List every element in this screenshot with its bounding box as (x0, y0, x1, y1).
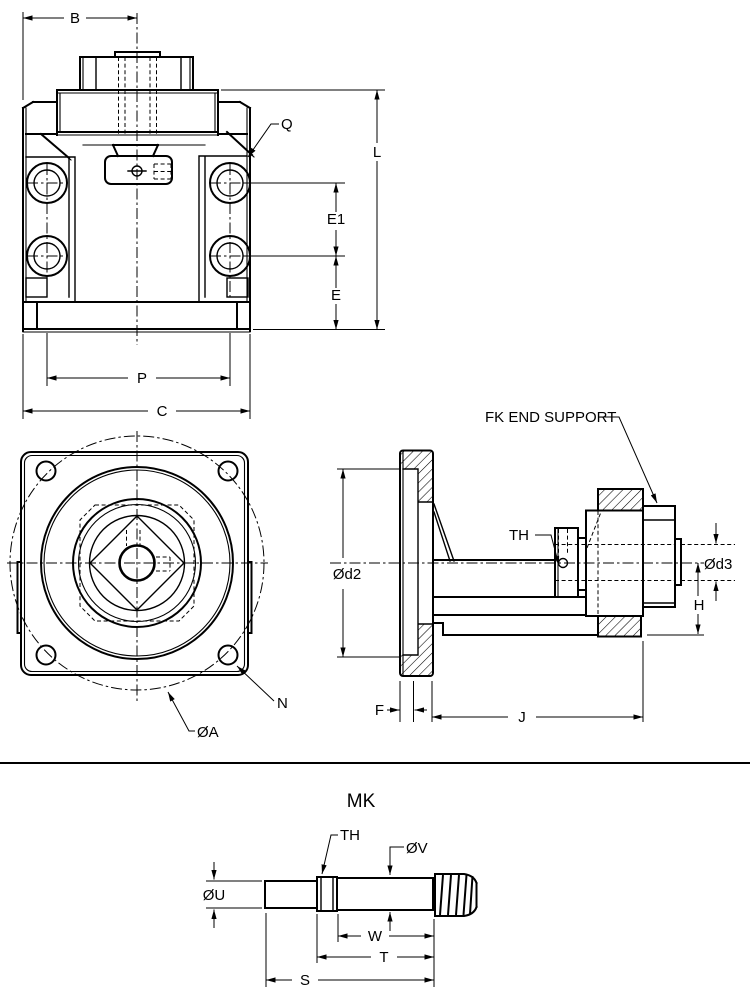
dim-Od2: Ød2 (333, 468, 400, 658)
thread-profile (434, 873, 478, 917)
mk-view: MK TH ØV ØU (203, 791, 478, 989)
flange-corner-holes (35, 460, 239, 666)
dim-W: W (337, 914, 435, 987)
dim-label-e: E (331, 287, 341, 304)
dim-label-p: P (137, 370, 147, 387)
flange-section (399, 449, 455, 677)
callout-TH-mk: TH (321, 827, 360, 875)
mk-view-title: MK (347, 791, 376, 812)
dim-S: S (265, 913, 434, 989)
shaft-body (432, 559, 599, 636)
shaft-stub (674, 538, 682, 586)
dim-label-f: F (375, 702, 384, 719)
callout-N: N (236, 665, 288, 712)
dim-label-t: T (379, 949, 388, 966)
dim-label-c: C (157, 403, 168, 420)
callout-TH-side: TH (509, 527, 560, 566)
dim-B: B (22, 10, 137, 100)
foot-pad-left (25, 277, 48, 298)
dim-L: L (221, 89, 385, 330)
locknut-front (104, 155, 173, 185)
foot-pad-right (226, 277, 249, 298)
callout-label-th-side: TH (509, 527, 529, 544)
dim-P: P (46, 333, 231, 387)
mk-shaft-geometry (264, 873, 478, 917)
side-view: FK END SUPPORT TH Ød2 F J H (330, 409, 735, 726)
bolt-holes (26, 162, 251, 277)
callout-fk-end-support: FK END SUPPORT (485, 409, 658, 504)
locknut-flats (89, 515, 185, 611)
dim-label-j: J (518, 709, 526, 726)
dim-label-l: L (373, 144, 381, 161)
dim-T: T (316, 914, 434, 966)
callout-label-th-mk: TH (340, 827, 360, 844)
dim-OA: ØA (167, 691, 219, 741)
dim-label-h: H (694, 597, 705, 614)
dim-OU: ØU (203, 862, 262, 928)
dim-H: H (647, 563, 705, 636)
dim-E: E (331, 256, 341, 330)
front-view: B Q L E1 E P (21, 10, 385, 420)
callout-label-n: N (277, 695, 288, 712)
front-view-geometry (21, 13, 255, 345)
dim-label-od3: Ød3 (704, 556, 732, 573)
dim-OV: ØV (387, 840, 428, 931)
dim-Od3: Ød3 (681, 523, 735, 601)
dim-F: F (375, 681, 427, 722)
dim-label-ou: ØU (203, 887, 226, 904)
dim-label-oa: ØA (197, 724, 219, 741)
dim-E1: E1 (243, 182, 345, 257)
square-flange (20, 451, 249, 676)
callout-Q: Q (247, 116, 293, 158)
dim-label-s: S (300, 972, 310, 989)
fk-end-support-body (555, 488, 682, 638)
dim-label-od2: Ød2 (333, 566, 361, 583)
callout-label-q: Q (281, 116, 293, 133)
dim-J: J (431, 641, 644, 726)
dim-C: C (22, 334, 251, 420)
face-view: N ØA (7, 431, 288, 741)
dim-label-ov: ØV (406, 840, 428, 857)
callout-label-fk-end-support: FK END SUPPORT (485, 409, 616, 426)
dim-label-w: W (368, 928, 383, 945)
dim-label-e1: E1 (327, 211, 345, 228)
dim-label-b: B (70, 10, 80, 27)
